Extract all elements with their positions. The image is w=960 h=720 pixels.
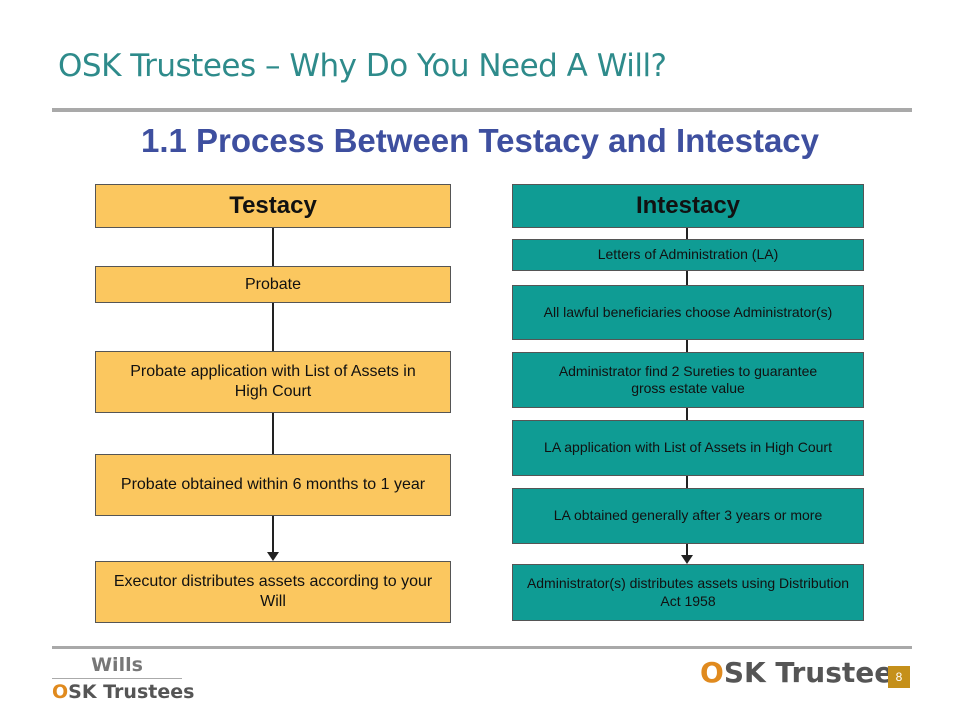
title-divider: [52, 108, 912, 112]
footer-divider: [52, 646, 912, 649]
intestacy-step-application: LA application with List of Assets in Hi…: [512, 420, 864, 476]
wills-osk-logo: Wills OSK Trustees: [52, 654, 195, 703]
intestacy-connector: [686, 228, 688, 239]
testacy-step-obtained: Probate obtained within 6 months to 1 ye…: [95, 454, 451, 516]
testacy-header: Testacy: [95, 184, 451, 228]
testacy-step-distribution: Executor distributes assets according to…: [95, 561, 451, 623]
wills-logo-text: Wills: [52, 654, 182, 679]
intestacy-connector: [686, 271, 688, 285]
main-heading: 1.1 Process Between Testacy and Intestac…: [140, 122, 820, 159]
testacy-connector: [272, 303, 274, 351]
testacy-connector: [272, 413, 274, 454]
intestacy-step-choose: All lawful beneficiaries choose Administ…: [512, 285, 864, 340]
intestacy-header: Intestacy: [512, 184, 864, 228]
intestacy-arrowhead: [681, 555, 693, 564]
intestacy-connector: [686, 408, 688, 420]
intestacy-arrow: [686, 544, 688, 556]
slide-title: OSK Trustees – Why Do You Need A Will?: [58, 48, 667, 84]
intestacy-step-obtained: LA obtained generally after 3 years or m…: [512, 488, 864, 544]
intestacy-connector: [686, 476, 688, 488]
testacy-step-application: Probate application with List of Assets …: [95, 351, 451, 413]
testacy-step-probate: Probate: [95, 266, 451, 303]
intestacy-connector: [686, 340, 688, 352]
intestacy-step-distribution: Administrator(s) distributes assets usin…: [512, 564, 864, 621]
testacy-arrowhead: [267, 552, 279, 561]
osk-trustees-logo: OSK Trustees: [700, 656, 910, 689]
page-number: 8: [888, 666, 910, 688]
osk-small-logo-text: OSK Trustees: [52, 681, 195, 703]
testacy-connector: [272, 228, 274, 266]
intestacy-step-letters: Letters of Administration (LA): [512, 239, 864, 271]
testacy-arrow: [272, 516, 274, 552]
intestacy-step-sureties: Administrator find 2 Sureties to guarant…: [512, 352, 864, 408]
